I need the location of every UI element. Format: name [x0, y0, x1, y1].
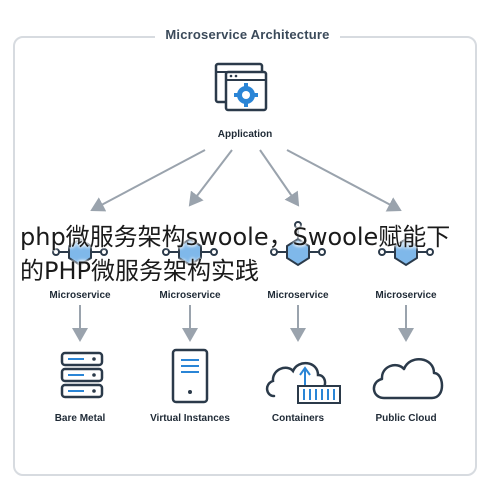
hexagon-cluster-icon	[52, 237, 108, 267]
caption-line-1: php微服务架构swoole，Swoole赋能下	[20, 223, 451, 251]
cloud-icon	[372, 358, 444, 400]
application-label: Application	[217, 129, 273, 140]
microservice-label-4: Microservice	[375, 290, 437, 301]
hexagon-cluster-icon	[270, 221, 326, 267]
server-rack-icon	[60, 351, 104, 399]
microservice-label-1: Microservice	[49, 290, 111, 301]
caption-overlay: php微服务架构swoole，Swoole赋能下 的PHP微服务架构实践	[20, 220, 480, 288]
target-virtual-instances-label: Virtual Instances	[150, 413, 230, 424]
fan-out-arrows	[90, 149, 402, 212]
caption-line-2: 的PHP微服务架构实践	[20, 257, 259, 285]
cloud-container-icon	[265, 362, 341, 404]
microservice-label-2: Microservice	[159, 290, 221, 301]
tower-server-icon	[171, 348, 209, 404]
microservice-label-3: Microservice	[267, 290, 329, 301]
diagram-title: Microservice Architecture	[155, 27, 340, 42]
hexagon-cluster-icon	[378, 237, 434, 267]
target-bare-metal-label: Bare Metal	[54, 413, 106, 424]
hexagon-cluster-icon	[162, 237, 218, 267]
target-containers-label: Containers	[271, 413, 325, 424]
down-arrows	[72, 305, 414, 342]
target-public-cloud-label: Public Cloud	[375, 413, 437, 424]
application-window-gear-icon	[214, 62, 268, 112]
